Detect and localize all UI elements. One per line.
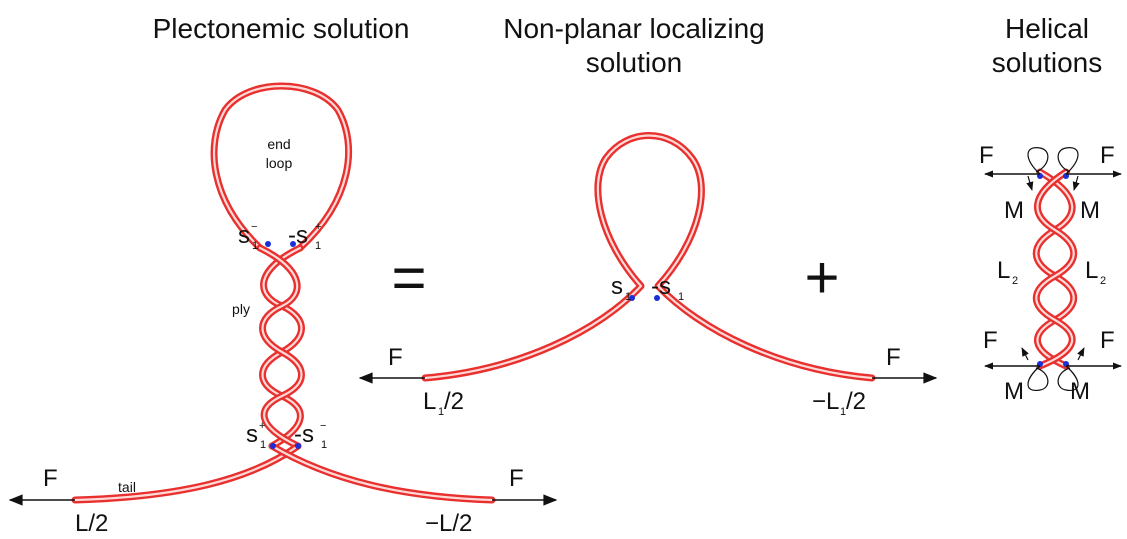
label-neg-s1-localizing: -s 1: [651, 273, 684, 303]
force-label-right-localizing: F: [886, 344, 901, 371]
title-nonplanar-line2: solution: [586, 47, 683, 78]
subscript-1: 1: [625, 291, 631, 303]
subscript-1: 1: [315, 240, 321, 252]
L-letter: L: [423, 388, 436, 415]
title-helical-line2: solutions: [992, 47, 1103, 78]
moment-arc-bottom-right: [1057, 365, 1079, 392]
length-label-L2-right: L 2: [1085, 257, 1106, 287]
superscript-minus: −: [251, 221, 257, 233]
plectoneme-rope: [71, 82, 496, 504]
end-label-half-L1: L 1 /2: [423, 388, 464, 418]
label-s1-localizing: s 1: [611, 273, 631, 303]
equals-sign: =: [391, 244, 426, 311]
half-suffix: /2: [444, 388, 464, 415]
end-label-half-L: L/2: [75, 510, 108, 537]
force-label-left-localizing: F: [388, 344, 403, 371]
moment-arrow-top-left: [1026, 175, 1034, 191]
end-loop-label-line1: end: [267, 136, 290, 152]
superscript-minus: −: [320, 420, 326, 432]
moment-label-bottom-left: M: [1004, 378, 1024, 405]
superscript-plus: +: [259, 420, 265, 432]
subscript-1: 1: [840, 406, 846, 418]
tail-label: tail: [118, 479, 136, 495]
label-s1-plus-bottom: s 1 +: [246, 420, 266, 451]
helical-rope: [1032, 168, 1078, 370]
s-letter: s: [238, 222, 250, 249]
localizing-rope: [421, 132, 876, 382]
force-label-left-plectoneme: F: [43, 465, 58, 492]
moment-arc-bottom-left: [1027, 365, 1049, 392]
contact-point-s1-plus: [270, 443, 276, 449]
minus-s-letter: -s: [294, 421, 314, 448]
title-plectonemic: Plectonemic solution: [153, 13, 410, 44]
subscript-1: 1: [438, 406, 444, 418]
force-label-top-left-helical: F: [979, 142, 994, 169]
L-letter: L: [997, 257, 1010, 284]
label-s1-minus-top: s 1 −: [238, 221, 258, 252]
moment-label-top-left: M: [1004, 197, 1024, 224]
subscript-1: 1: [260, 439, 266, 451]
moment-arrow-bottom-left: [1021, 347, 1029, 361]
L-letter: L: [1085, 257, 1098, 284]
title-helical-line1: Helical: [1005, 13, 1089, 44]
length-label-L2-left: L 2: [997, 257, 1018, 287]
force-label-bottom-right-helical: F: [1100, 327, 1115, 354]
neg-L-letter: −L: [812, 388, 839, 415]
s-letter: s: [611, 273, 623, 300]
moment-arrow-top-right: [1072, 175, 1080, 191]
title-nonplanar-line1: Non-planar localizing: [503, 13, 764, 44]
label-neg-s1-minus-bottom: -s 1 −: [294, 420, 327, 451]
force-label-bottom-left-helical: F: [983, 327, 998, 354]
subscript-1: 1: [678, 291, 684, 303]
contact-point-s1: [629, 295, 635, 301]
s-letter: s: [246, 421, 258, 448]
half-suffix: /2: [846, 388, 866, 415]
end-label-neg-half-L: −L/2: [425, 510, 472, 537]
subscript-2: 2: [1012, 275, 1018, 287]
moment-arc-top-right: [1057, 147, 1079, 175]
end-loop-label-line2: loop: [266, 155, 293, 171]
contact-point-s1-minus: [265, 241, 271, 247]
subscript-2: 2: [1100, 275, 1106, 287]
moment-label-top-right: M: [1080, 197, 1100, 224]
label-neg-s1-plus-top: -s 1 +: [288, 221, 321, 252]
force-label-top-right-helical: F: [1100, 142, 1115, 169]
contact-point-neg-s1-plus: [290, 241, 296, 247]
subscript-1: 1: [321, 439, 327, 451]
minus-s-letter: -s: [288, 222, 308, 249]
minus-s-letter: -s: [651, 273, 671, 300]
contact-point-neg-s1: [654, 295, 660, 301]
moment-arrow-bottom-right: [1077, 347, 1085, 361]
end-label-neg-half-L1: −L 1 /2: [812, 388, 866, 418]
contact-point-neg-s1-minus: [295, 443, 301, 449]
subscript-1: 1: [252, 240, 258, 252]
superscript-plus: +: [315, 221, 321, 233]
ply-label: ply: [232, 301, 250, 317]
force-label-right-plectoneme: F: [509, 465, 524, 492]
moment-label-bottom-right: M: [1070, 378, 1090, 405]
plus-sign: +: [804, 244, 839, 311]
moment-arc-top-left: [1027, 147, 1049, 175]
